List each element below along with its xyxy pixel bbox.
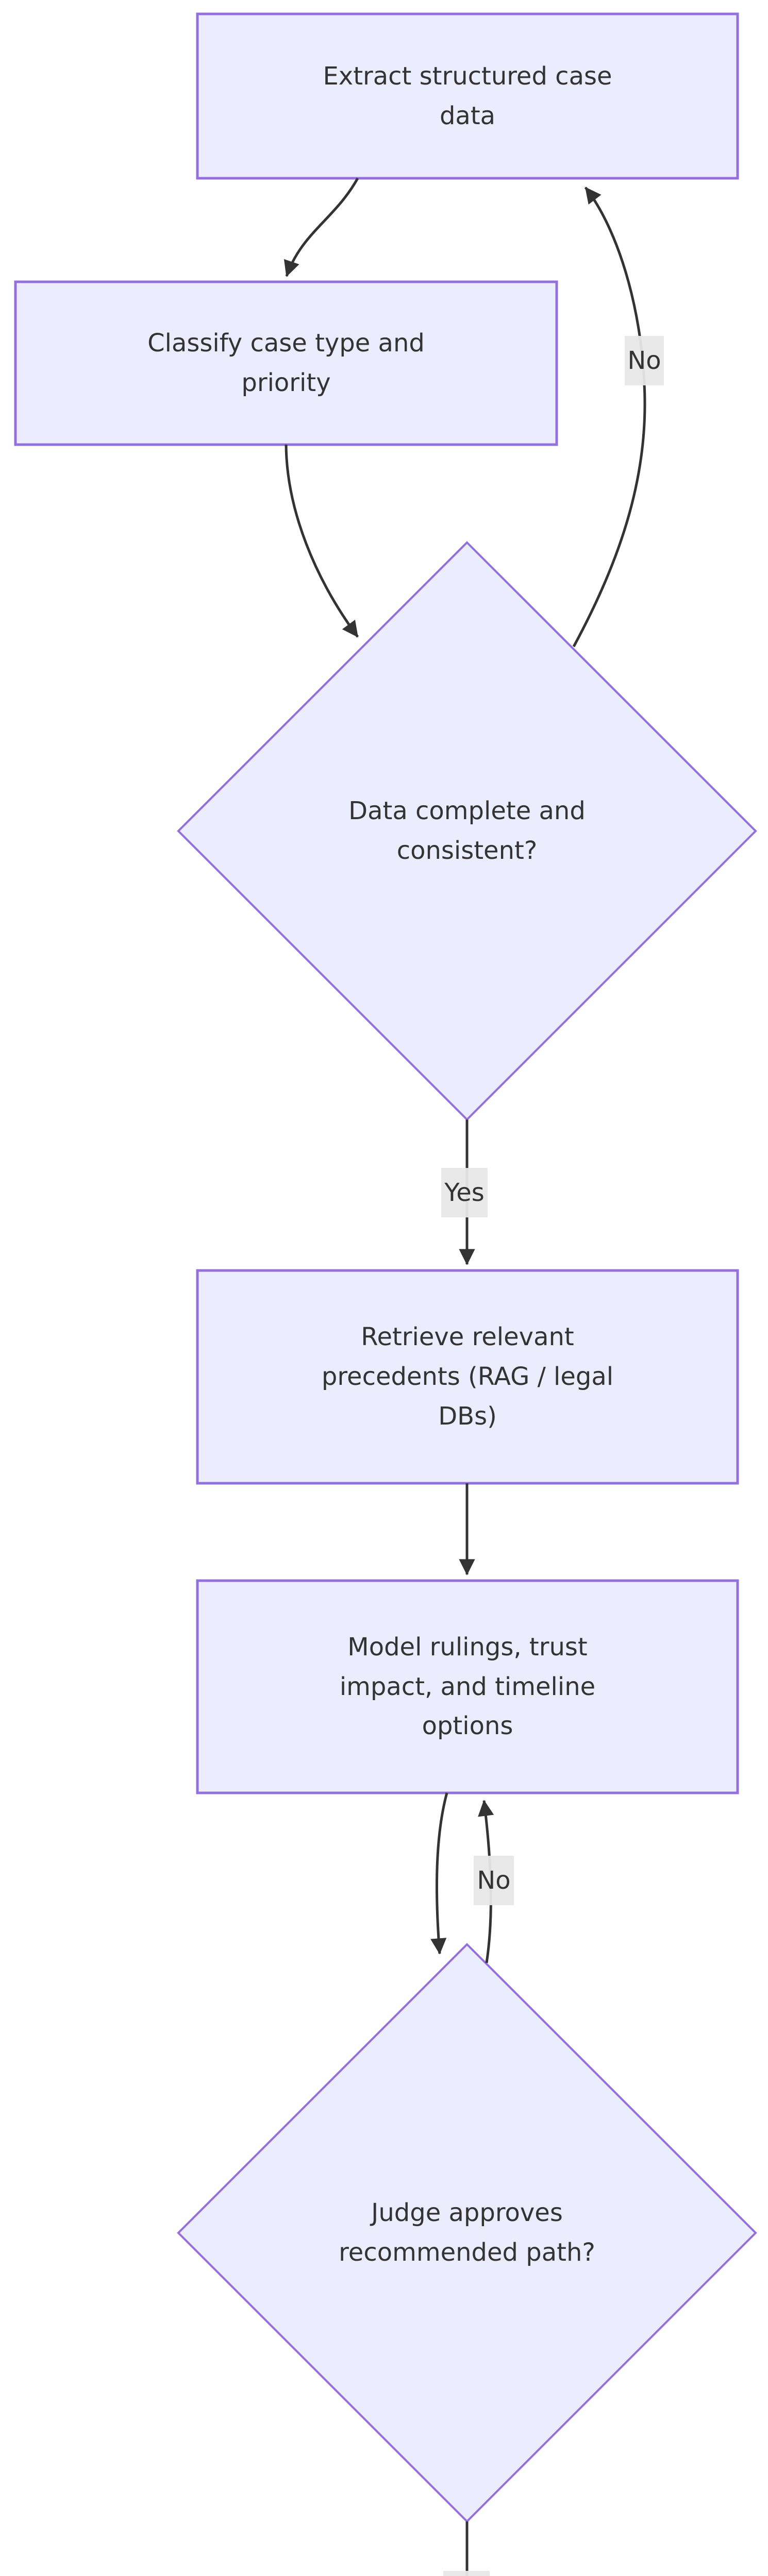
edge-extract-to-classify	[283, 177, 359, 277]
edge-judge-check-no-to-model	[478, 1800, 494, 1963]
edge-classify-to-data-check	[285, 444, 359, 638]
node-classify-shape	[14, 280, 558, 446]
node-judge-check-shape	[177, 1943, 757, 2523]
node-extract-shape	[196, 12, 739, 180]
edge-model-to-judge-check	[430, 1792, 448, 1955]
edge-data-check-no-to-extract	[572, 187, 646, 648]
node-model-shape	[196, 1579, 739, 1794]
node-data-check-shape	[177, 541, 757, 1121]
node-retrieve-shape	[196, 1269, 739, 1485]
